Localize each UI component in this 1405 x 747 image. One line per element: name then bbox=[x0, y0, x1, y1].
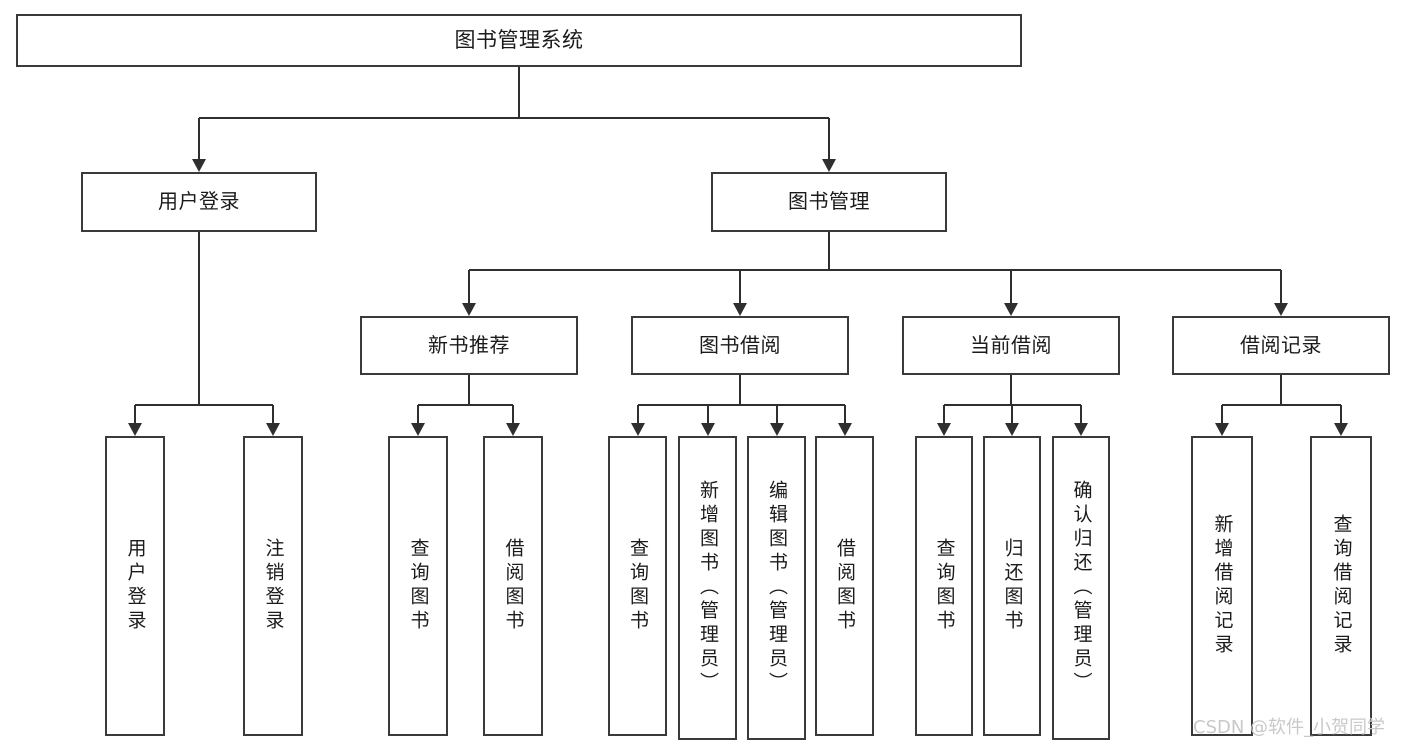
leaf-node-user-login[interactable]: 用户登录 bbox=[105, 436, 165, 736]
connector-arrowhead bbox=[822, 159, 836, 172]
node-current-borrowing[interactable]: 当前借阅 bbox=[902, 316, 1120, 375]
connector-arrowhead bbox=[192, 159, 206, 172]
connector-arrowhead bbox=[733, 303, 747, 316]
node-label: 归还图书 bbox=[1001, 538, 1024, 634]
node-label: 当前借阅 bbox=[970, 332, 1052, 357]
node-label: 用户登录 bbox=[158, 189, 240, 214]
connector-arrowhead bbox=[1005, 423, 1019, 436]
connector-branch bbox=[198, 118, 200, 170]
node-book-management[interactable]: 图书管理 bbox=[711, 172, 947, 232]
node-label: 图书管理 bbox=[788, 189, 870, 214]
node-label: 图书借阅 bbox=[699, 332, 781, 357]
node-label: 查询借阅记录 bbox=[1330, 514, 1353, 658]
leaf-node-confirm-return-admin[interactable]: 确认归还（管理员） bbox=[1052, 436, 1110, 740]
connector-branch bbox=[636, 405, 639, 434]
connector-mgmt-bus bbox=[469, 269, 1281, 271]
connector-arrowhead bbox=[937, 423, 951, 436]
connector-branch bbox=[828, 118, 830, 170]
connector-arrowhead bbox=[462, 303, 476, 316]
connector-branch bbox=[943, 405, 945, 434]
connector-branch bbox=[417, 405, 419, 434]
node-borrow-records[interactable]: 借阅记录 bbox=[1172, 316, 1390, 375]
connector-login-stem bbox=[198, 232, 200, 405]
leaf-node-query-books-borrowing[interactable]: 查询图书 bbox=[608, 436, 667, 736]
connector-branch bbox=[512, 405, 514, 434]
connector-group-bus bbox=[1222, 404, 1341, 406]
connector-branch bbox=[1280, 270, 1282, 314]
connector-branch bbox=[468, 270, 470, 314]
connector-arrowhead bbox=[630, 423, 645, 436]
node-label: 查询图书 bbox=[407, 538, 430, 634]
connector-login-bus bbox=[135, 404, 273, 406]
csdn-watermark: CSDN @软件_小贺同学 bbox=[1193, 717, 1386, 738]
connector-branch bbox=[1221, 405, 1223, 434]
connector-group-stem bbox=[739, 375, 741, 405]
connector-root-bus bbox=[199, 117, 829, 119]
connector-arrowhead bbox=[1004, 303, 1018, 316]
node-label: 查询图书 bbox=[627, 538, 649, 634]
connector-group-stem bbox=[468, 375, 470, 405]
connector-branch bbox=[1340, 405, 1342, 434]
connector-arrowhead bbox=[411, 423, 425, 436]
node-label: 确认归还（管理员） bbox=[1070, 480, 1093, 696]
node-label: 借阅记录 bbox=[1240, 332, 1322, 357]
node-label: 用户登录 bbox=[124, 538, 147, 634]
node-label: 新增图书（管理员） bbox=[697, 480, 719, 696]
connector-branch bbox=[739, 270, 741, 314]
connector-arrowhead bbox=[1074, 423, 1088, 436]
connector-root-stem bbox=[518, 67, 520, 118]
leaf-node-borrow-books[interactable]: 借阅图书 bbox=[815, 436, 874, 736]
node-label: 新书推荐 bbox=[428, 332, 510, 357]
node-book-borrowing[interactable]: 图书借阅 bbox=[631, 316, 849, 375]
node-label: 查询图书 bbox=[933, 538, 956, 634]
connector-arrowhead bbox=[1334, 423, 1348, 436]
connector-arrowhead bbox=[769, 423, 784, 436]
connector-branch bbox=[1080, 405, 1082, 434]
connector-arrowhead bbox=[1274, 303, 1288, 316]
leaf-node-query-books-recommendation[interactable]: 查询图书 bbox=[388, 436, 448, 736]
connector-branch bbox=[843, 405, 846, 434]
leaf-node-borrow-books-recommendation[interactable]: 借阅图书 bbox=[483, 436, 543, 736]
connector-group-stem bbox=[1010, 375, 1012, 405]
leaf-node-query-borrow-record[interactable]: 查询借阅记录 bbox=[1310, 436, 1372, 736]
connector-branch bbox=[706, 405, 709, 434]
leaf-node-add-book-admin[interactable]: 新增图书（管理员） bbox=[678, 436, 737, 740]
connector-branch bbox=[1010, 270, 1012, 314]
connector-branch bbox=[272, 405, 274, 434]
connector-arrowhead bbox=[700, 423, 715, 436]
connector-arrowhead bbox=[506, 423, 520, 436]
node-label: 借阅图书 bbox=[834, 538, 856, 634]
leaf-node-return-books[interactable]: 归还图书 bbox=[983, 436, 1041, 736]
connector-group-bus bbox=[637, 404, 845, 406]
node-label: 编辑图书（管理员） bbox=[766, 480, 788, 696]
leaf-node-query-books-current[interactable]: 查询图书 bbox=[915, 436, 973, 736]
connector-branch bbox=[775, 405, 778, 434]
node-new-book-recommendation[interactable]: 新书推荐 bbox=[360, 316, 578, 375]
connector-group-bus bbox=[418, 404, 513, 406]
node-label: 借阅图书 bbox=[502, 538, 525, 634]
leaf-node-add-borrow-record[interactable]: 新增借阅记录 bbox=[1191, 436, 1253, 736]
node-root-book-management-system[interactable]: 图书管理系统 bbox=[16, 14, 1022, 67]
node-label: 新增借阅记录 bbox=[1211, 514, 1234, 658]
connector-mgmt-stem bbox=[828, 232, 830, 270]
node-label: 注销登录 bbox=[262, 538, 285, 634]
connector-arrowhead bbox=[1215, 423, 1229, 436]
connector-arrowhead bbox=[266, 423, 280, 436]
node-user-login[interactable]: 用户登录 bbox=[81, 172, 317, 232]
connector-arrowhead bbox=[128, 423, 142, 436]
connector-group-stem bbox=[1280, 375, 1282, 405]
node-label: 图书管理系统 bbox=[454, 28, 584, 53]
leaf-node-logout[interactable]: 注销登录 bbox=[243, 436, 303, 736]
connector-branch bbox=[1011, 405, 1013, 434]
connector-arrowhead bbox=[837, 423, 852, 436]
leaf-node-edit-book-admin[interactable]: 编辑图书（管理员） bbox=[747, 436, 806, 740]
connector-branch bbox=[134, 405, 136, 434]
